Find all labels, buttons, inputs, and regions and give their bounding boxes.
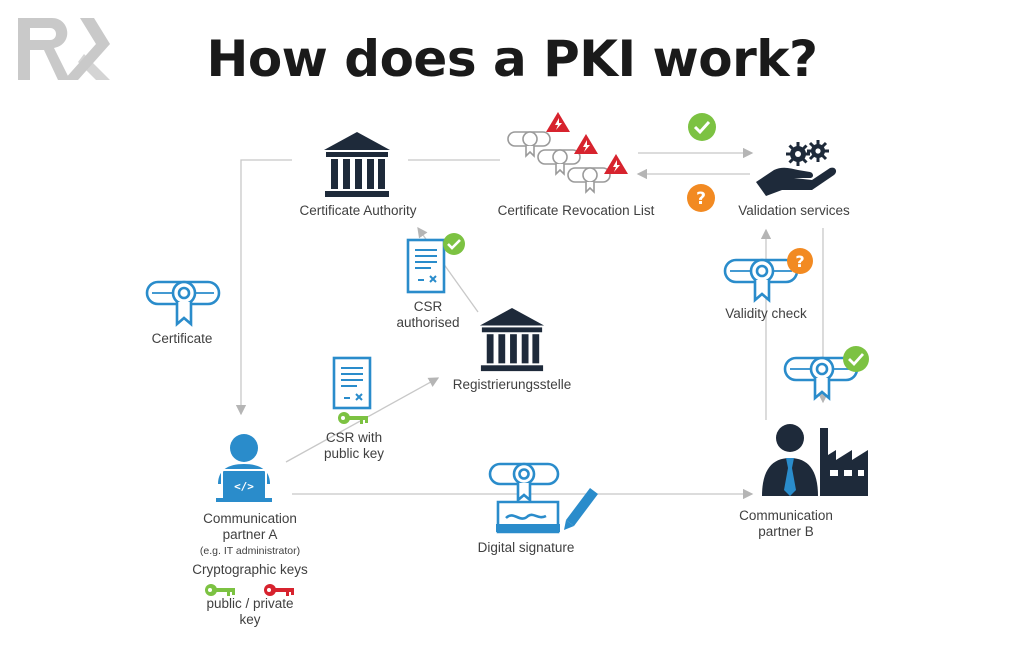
green-key-icon (338, 412, 368, 424)
partner-a-icon: </> (216, 434, 272, 502)
validity-check-label: Validity check (725, 306, 807, 321)
key-pair-label: public / private key (180, 596, 320, 628)
partner-b-line-2: partner B (758, 524, 814, 539)
registration-authority-icon (479, 307, 545, 372)
csr-authorised-line-2: authorised (396, 315, 460, 330)
validation-services-icon (756, 140, 837, 196)
partner-a-note: (e.g. IT administrator) (199, 545, 301, 557)
svg-text:</>: </> (234, 480, 254, 493)
partner-b-line-1: Communication (739, 508, 833, 523)
check-icon (688, 113, 716, 141)
csr-with-key-line-1: CSR with (325, 430, 383, 445)
certificate-label: Certificate (151, 331, 213, 346)
csr-authorised-line-1: CSR (413, 299, 443, 314)
digital-signature-label: Digital signature (477, 540, 575, 555)
key-pair-line-2: key (239, 612, 261, 627)
csr-with-key-label: CSR with public key (300, 430, 408, 462)
csr-with-key-line-2: public key (323, 446, 385, 461)
key-pair-icons (205, 584, 294, 596)
page-title: How does a PKI work? (206, 30, 818, 88)
svg-text:?: ? (696, 189, 706, 209)
rk-logo (18, 18, 110, 80)
partner-b-icon (762, 424, 868, 496)
validated-certificate-icon (783, 346, 869, 401)
certificate-icon (145, 280, 221, 327)
revoked-certificates-icon (507, 112, 628, 194)
validity-check-certificate-icon: ? (723, 248, 813, 303)
partner-a-line-2: partner A (222, 527, 278, 542)
crl-label: Certificate Revocation List (497, 203, 655, 218)
csr-authorised-document-icon (406, 233, 465, 294)
partner-a-line-1: Communication (203, 511, 297, 526)
csr-authorised-label: CSR authorised (372, 299, 484, 331)
validation-services-label: Validation services (738, 203, 850, 218)
registration-authority-label: Registrierungsstelle (452, 377, 572, 392)
digital-signature-icon (488, 462, 598, 534)
svg-text:?: ? (795, 252, 804, 271)
partner-a-label: Communication partner A (e.g. IT adminis… (176, 511, 324, 559)
question-icon: ? (687, 184, 715, 212)
line-ca-to-partner-a (235, 159, 292, 416)
partner-b-label: Communication partner B (718, 508, 854, 540)
certificate-authority-icon (324, 132, 390, 197)
crypto-keys-label: Cryptographic keys (192, 562, 308, 577)
csr-document-icon (332, 356, 372, 424)
certificate-authority-label: Certificate Authority (299, 203, 417, 218)
key-pair-line-1: public / private (206, 596, 294, 611)
